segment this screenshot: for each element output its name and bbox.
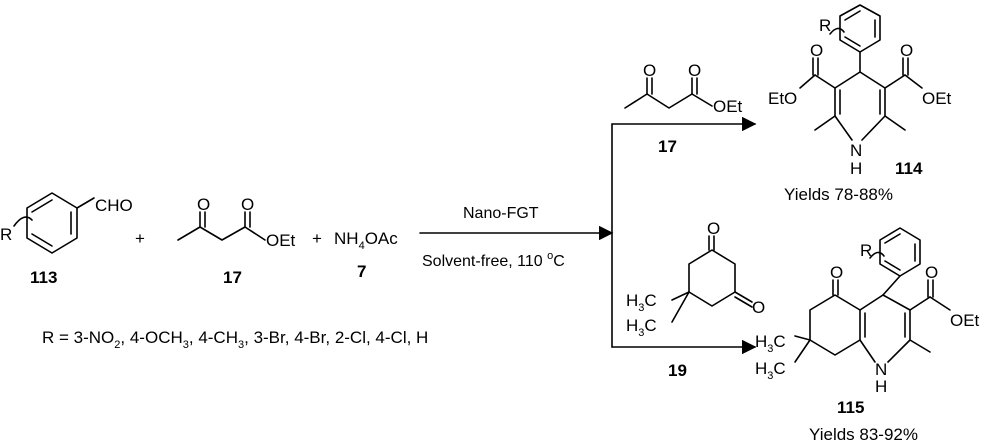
product-115-n-label: N (875, 360, 887, 379)
product-115-methyl-2: H3C (755, 359, 786, 382)
product-114-right-o: O (900, 41, 913, 60)
compound-number-17: 17 (223, 268, 242, 287)
yield-114: Yields 78-88% (784, 185, 893, 204)
compound-number-113: 113 (30, 268, 57, 287)
aldehyde-r-label: R (0, 225, 12, 244)
r-group-list: R = 3-NO2, 4-OCH3, 4-CH3, 3-Br, 4-Br, 2-… (42, 328, 428, 351)
product-114-left-o: O (810, 41, 823, 60)
dimedone-methyl-2: H3C (626, 316, 657, 339)
product-114-h-label: H (850, 159, 862, 178)
product-114-structure (799, 4, 923, 141)
dimedone-19-structure (671, 235, 753, 323)
yield-115: Yields 83-92% (809, 425, 918, 444)
product-115-h-label: H (875, 377, 887, 396)
upper-reagent-17-structure (624, 77, 713, 109)
product-115-ketone-o: O (830, 263, 843, 282)
ketoester-oet-label: OEt (266, 231, 296, 250)
product-115-oet-label: OEt (950, 311, 980, 330)
upper-reagent-ester-o: O (688, 61, 701, 80)
product-115-structure (794, 227, 951, 363)
product-115-ester-o: O (925, 263, 938, 282)
ketoester-ester-o: O (241, 195, 254, 214)
dimedone-o-bottom: O (752, 298, 765, 317)
aldehyde-cho-label: CHO (95, 196, 133, 215)
upper-reagent-oet-label: OEt (713, 97, 743, 116)
plus-sign-1: + (135, 229, 145, 248)
dimedone-o-top: O (707, 219, 720, 238)
compound-number-17-upper: 17 (658, 137, 677, 156)
catalyst-label: Nano-FGT (463, 205, 539, 222)
compound-number-19: 19 (668, 361, 687, 380)
dimedone-methyl-1: H3C (626, 291, 657, 314)
product-115-methyl-1: H3C (755, 332, 786, 355)
conditions-label: Solvent-free, 110 oC (422, 250, 565, 270)
product-114-oet-label: OEt (922, 89, 952, 108)
compound-number-114: 114 (895, 159, 923, 178)
product-114-n-label: N (850, 141, 862, 160)
product-115-r-label: R (860, 241, 872, 260)
upper-reagent-ketone-o: O (643, 61, 656, 80)
compound-number-115: 115 (837, 398, 864, 417)
ketoester-17-structure (177, 211, 266, 241)
ketoester-ketone-o: O (197, 195, 210, 214)
aldehyde-113-structure (13, 192, 95, 254)
product-114-r-label: R (819, 16, 831, 35)
product-114-eto-label: EtO (768, 89, 797, 108)
ammonium-acetate-formula: NH4OAc (334, 229, 398, 252)
compound-number-7: 7 (357, 262, 366, 281)
plus-sign-2: + (312, 229, 322, 248)
